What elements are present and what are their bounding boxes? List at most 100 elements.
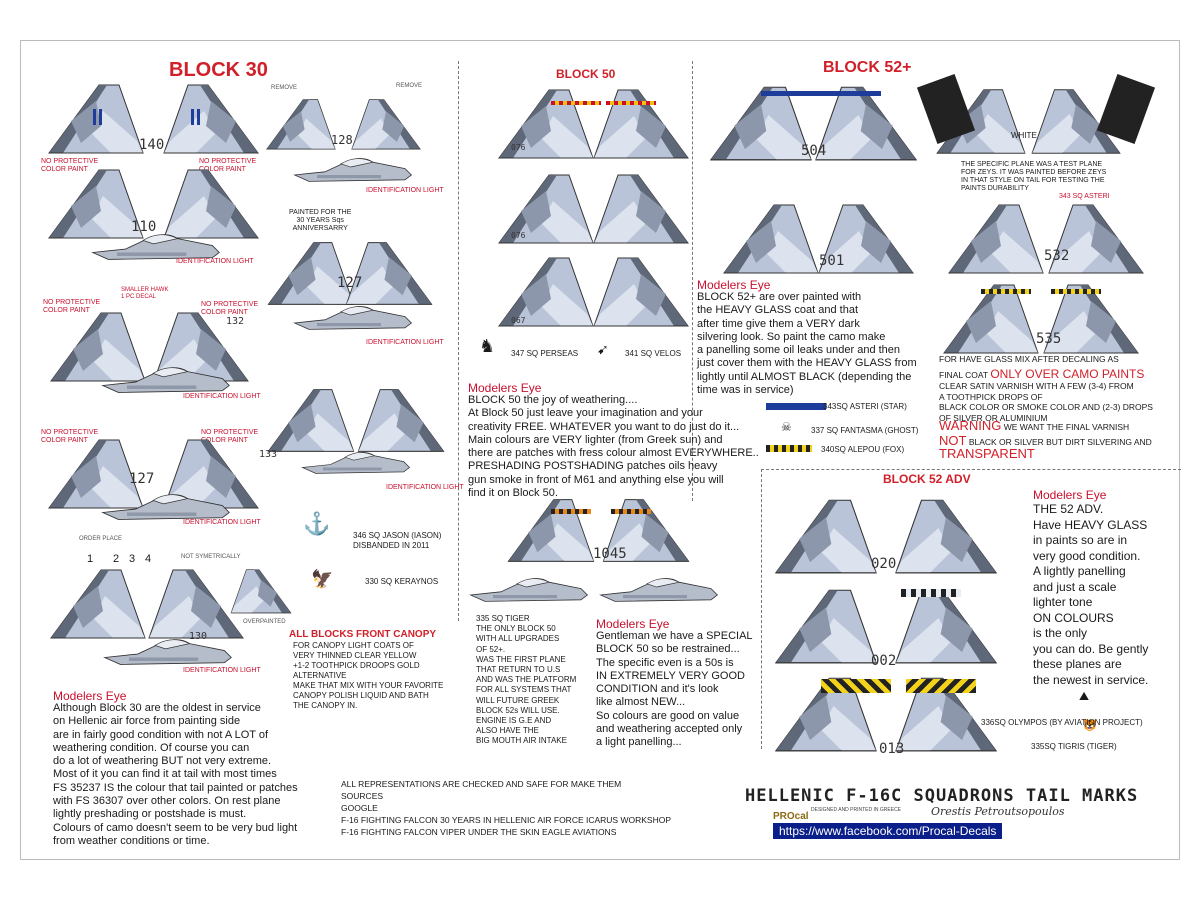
sources-check: ALL REPRESENTATIONS ARE CHECKED AND SAFE… (341, 779, 622, 789)
serial-532: 532 (1044, 248, 1070, 264)
divider-block50-52 (692, 61, 693, 501)
not-line: NOT BLACK OR SILVER BUT DIRT SILVERING A… (939, 432, 1152, 450)
warning-big: WARNING (939, 418, 1002, 433)
divider-block30-50 (458, 61, 459, 621)
overpainted-label: OVERPAINTED (243, 619, 286, 625)
serial-130: 130 (189, 631, 208, 642)
source-item: GOOGLE (341, 803, 378, 813)
sq335adv-label: 335SQ TIGRIS (TIGER) (1031, 742, 1117, 751)
serial-535: 535 (1036, 331, 1062, 347)
glass-body: CLEAR SATIN VARNISH WITH A FEW (3-4) FRO… (939, 381, 1153, 423)
glass-intro: FOR HAVE GLASS MIX AFTER DECALING AS (939, 354, 1119, 364)
block52plus-heading: BLOCK 52+ (823, 59, 912, 76)
sq340-label: 340SQ ALEPOU (FOX) (821, 445, 905, 454)
warning-small: WE WANT THE FINAL VARNISH (1001, 422, 1130, 432)
tail-076-b-left (491, 171, 601, 246)
serial-133: 133 (259, 449, 278, 460)
tail-002-right (886, 586, 1006, 666)
tiger-stripes-icon (821, 679, 891, 693)
tail-002-left (766, 586, 886, 666)
serial-020: 020 (871, 556, 897, 572)
modelers52-text: BLOCK 52+ are over painted with the HEAV… (697, 291, 917, 397)
tail-130-left (43, 566, 153, 641)
source-item: F-16 FIGHTING FALCON 30 YEARS IN HELLENI… (341, 815, 671, 825)
glass-final-small: FINAL COAT (939, 370, 991, 380)
transparent-label: TRANSPARENT (939, 446, 1035, 461)
white-label: WHITE (1011, 131, 1037, 140)
modelers52adv-text: THE 52 ADV. Have HEAVY GLASS in paints s… (1033, 502, 1149, 687)
test-plane-note: THE SPECIFIC PLANE WAS A TEST PLANE FOR … (961, 161, 1107, 192)
no-protective-label: NO PROTECTIVE COLOR PAINT (201, 301, 259, 316)
tail-076-b-right (586, 171, 696, 246)
sources-heading: SOURCES (341, 791, 384, 801)
modelers52-heading: Modelers Eye (697, 278, 771, 292)
modelers30-text: Although Block 30 are the oldest in serv… (53, 702, 298, 847)
serial-501: 501 (819, 253, 845, 269)
block30-heading: BLOCK 30 (169, 59, 268, 81)
olympos-emblem-icon: ⛰ (1079, 689, 1090, 703)
remove-label: REMOVE (271, 85, 298, 91)
tail-076-a-left (491, 86, 601, 161)
order-num: 2 (113, 553, 120, 565)
tail-133-left (261, 386, 361, 454)
sq335-note: 335 SQ TIGER THE ONLY BLOCK 50 WITH ALL … (476, 614, 577, 746)
sq347-label: 347 SQ PERSEAS (511, 349, 579, 358)
modelers52adv-heading: Modelers Eye (1033, 488, 1107, 502)
tail-128-left (261, 96, 341, 152)
tail-140-right (156, 81, 266, 156)
tail-020-right (886, 496, 1006, 576)
modelers30-heading: Modelers Eye (53, 689, 127, 703)
source-item: F-16 FIGHTING FALCON VIPER UNDER THE SKI… (341, 827, 617, 837)
serial-127: 127 (337, 275, 363, 291)
identification-light-label: IDENTIFICATION LIGHT (366, 339, 444, 346)
serial-1045: 1045 (593, 546, 627, 562)
sq343-label: 343SQ ASTERI (STAR) (823, 402, 907, 411)
not-big: NOT (939, 433, 967, 448)
order-num: 1 (87, 553, 94, 565)
blue-band-icon (821, 91, 881, 96)
front-canopy-heading: ALL BLOCKS FRONT CANOPY (289, 629, 437, 640)
tiger-band-icon (611, 509, 651, 514)
tail-127-right (339, 239, 439, 307)
identification-light-label: IDENTIFICATION LIGHT (183, 519, 261, 526)
identification-light-label: IDENTIFICATION LIGHT (386, 484, 464, 491)
asteri-band-icon (766, 403, 826, 410)
tail-532-left (941, 201, 1051, 276)
profile-1045-right (599, 571, 719, 612)
author-signature: Orestis Petroutsopoulos (931, 805, 1065, 818)
identification-light-label: IDENTIFICATION LIGHT (183, 667, 261, 674)
smaller-hawk-label: SMALLER HAWK 1 PC DECAL (121, 287, 169, 300)
tail-067-right (586, 254, 696, 329)
modelers50-heading: Modelers Eye (468, 381, 542, 395)
modelers50b-text: Gentleman we have a SPECIAL BLOCK 50 so … (596, 630, 753, 749)
no-protective-label: NO PROTECTIVE COLOR PAINT (41, 158, 99, 173)
serial-140: 140 (139, 137, 165, 153)
serial-076: 076 (511, 231, 526, 240)
blue-band-icon (761, 91, 821, 96)
profile-1045-left (469, 571, 589, 612)
sheet-title: HELLENIC F-16C SQUADRONS TAIL MARKS (745, 786, 1139, 806)
serial-504: 504 (801, 143, 827, 159)
serial-127b: 127 (129, 471, 155, 487)
fox-band-icon (1051, 289, 1101, 294)
tail-128-right (346, 96, 426, 152)
sq336-label: 336SQ OLYMPOS (BY AVIATION PROJECT) (981, 718, 1143, 727)
keraynos-eagle-icon: 🦅 (311, 569, 334, 589)
serial-128: 128 (331, 133, 353, 147)
tail-501-left (716, 201, 826, 276)
tail-532-right (1041, 201, 1151, 276)
divider-adv-left (761, 469, 762, 749)
tiger-band-icon (551, 509, 591, 514)
tail-020-left (766, 496, 886, 576)
sq337-label: 337 SQ FANTASMA (GHOST) (811, 426, 919, 435)
flag-icon (191, 109, 201, 130)
snow-band-icon (901, 589, 961, 597)
modelers50b-heading: Modelers Eye (596, 617, 670, 631)
serial-132: 132 (226, 316, 245, 327)
fox-band-icon (981, 289, 1031, 294)
flag-icon (93, 109, 103, 130)
procal-brand: PROcal (773, 811, 809, 822)
serial-013: 013 (879, 741, 905, 757)
sq341-label: 341 SQ VELOS (625, 349, 682, 358)
facebook-link[interactable]: https://www.facebook.com/Procal-Decals (773, 823, 1003, 839)
